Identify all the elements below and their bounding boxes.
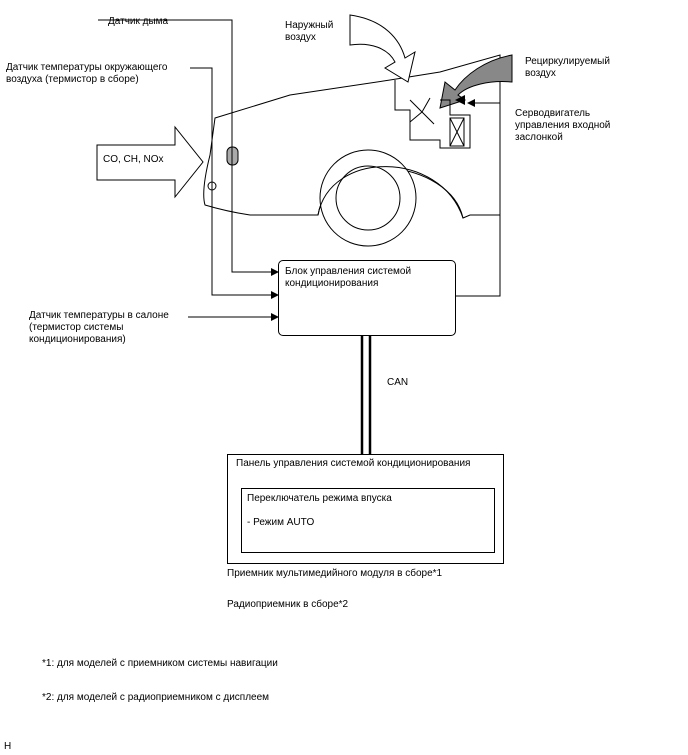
receiver1-label: Приемник мультимедийного модуля в сборе*… <box>227 568 443 579</box>
intake-damper <box>409 97 435 125</box>
intake-mode-switch: Переключатель режима впуска - Режим AUTO <box>241 488 495 553</box>
outside-air-arrow <box>349 14 416 83</box>
recirc-air-label: Рециркулируемый воздух <box>525 56 610 79</box>
ac-control-panel: Панель управления системой кондициониров… <box>227 454 504 564</box>
panel-title: Панель управления системой кондициониров… <box>236 458 471 469</box>
can-label: CAN <box>387 377 409 388</box>
wheel-rim <box>335 165 401 231</box>
wire-smoke <box>98 19 279 276</box>
footnote-2: *2: для моделей с радиоприемником с дисп… <box>42 692 270 703</box>
intake-housing <box>394 80 471 149</box>
gases-label: CO, CH, NOx <box>103 154 164 165</box>
ambient-sensor-label: Датчик температуры окружающего воздуха (… <box>6 62 168 85</box>
receiver2-label: Радиоприемник в сборе*2 <box>227 599 349 610</box>
wheel-tire <box>319 149 417 247</box>
ac-control-unit: Блок управления системой кондиционирован… <box>278 260 456 336</box>
damper-arrow-icon <box>455 95 465 105</box>
ac-unit-label: Блок управления системой кондиционирован… <box>285 266 412 289</box>
servo-label: Серводвигатель управления входной заслон… <box>515 108 611 143</box>
mode-switch-label: Переключатель режима впуска <box>247 493 392 504</box>
recirc-air-arrow <box>439 54 513 109</box>
corner-mark: H <box>4 741 12 752</box>
servo-motor-cross <box>449 117 465 147</box>
wire-ambient <box>190 67 279 299</box>
wheel-arch <box>317 166 464 219</box>
gases-arrow <box>96 125 204 199</box>
wire-servo <box>455 99 501 297</box>
mode-auto-label: - Режим AUTO <box>247 517 315 528</box>
smoke-sensor-label: Датчик дыма <box>108 16 169 27</box>
outside-air-label: Наружный воздух <box>285 20 334 43</box>
cabin-sensor-label: Датчик температуры в салоне (термистор с… <box>29 310 169 345</box>
footnote-1: *1: для моделей с приемником системы нав… <box>42 658 278 669</box>
